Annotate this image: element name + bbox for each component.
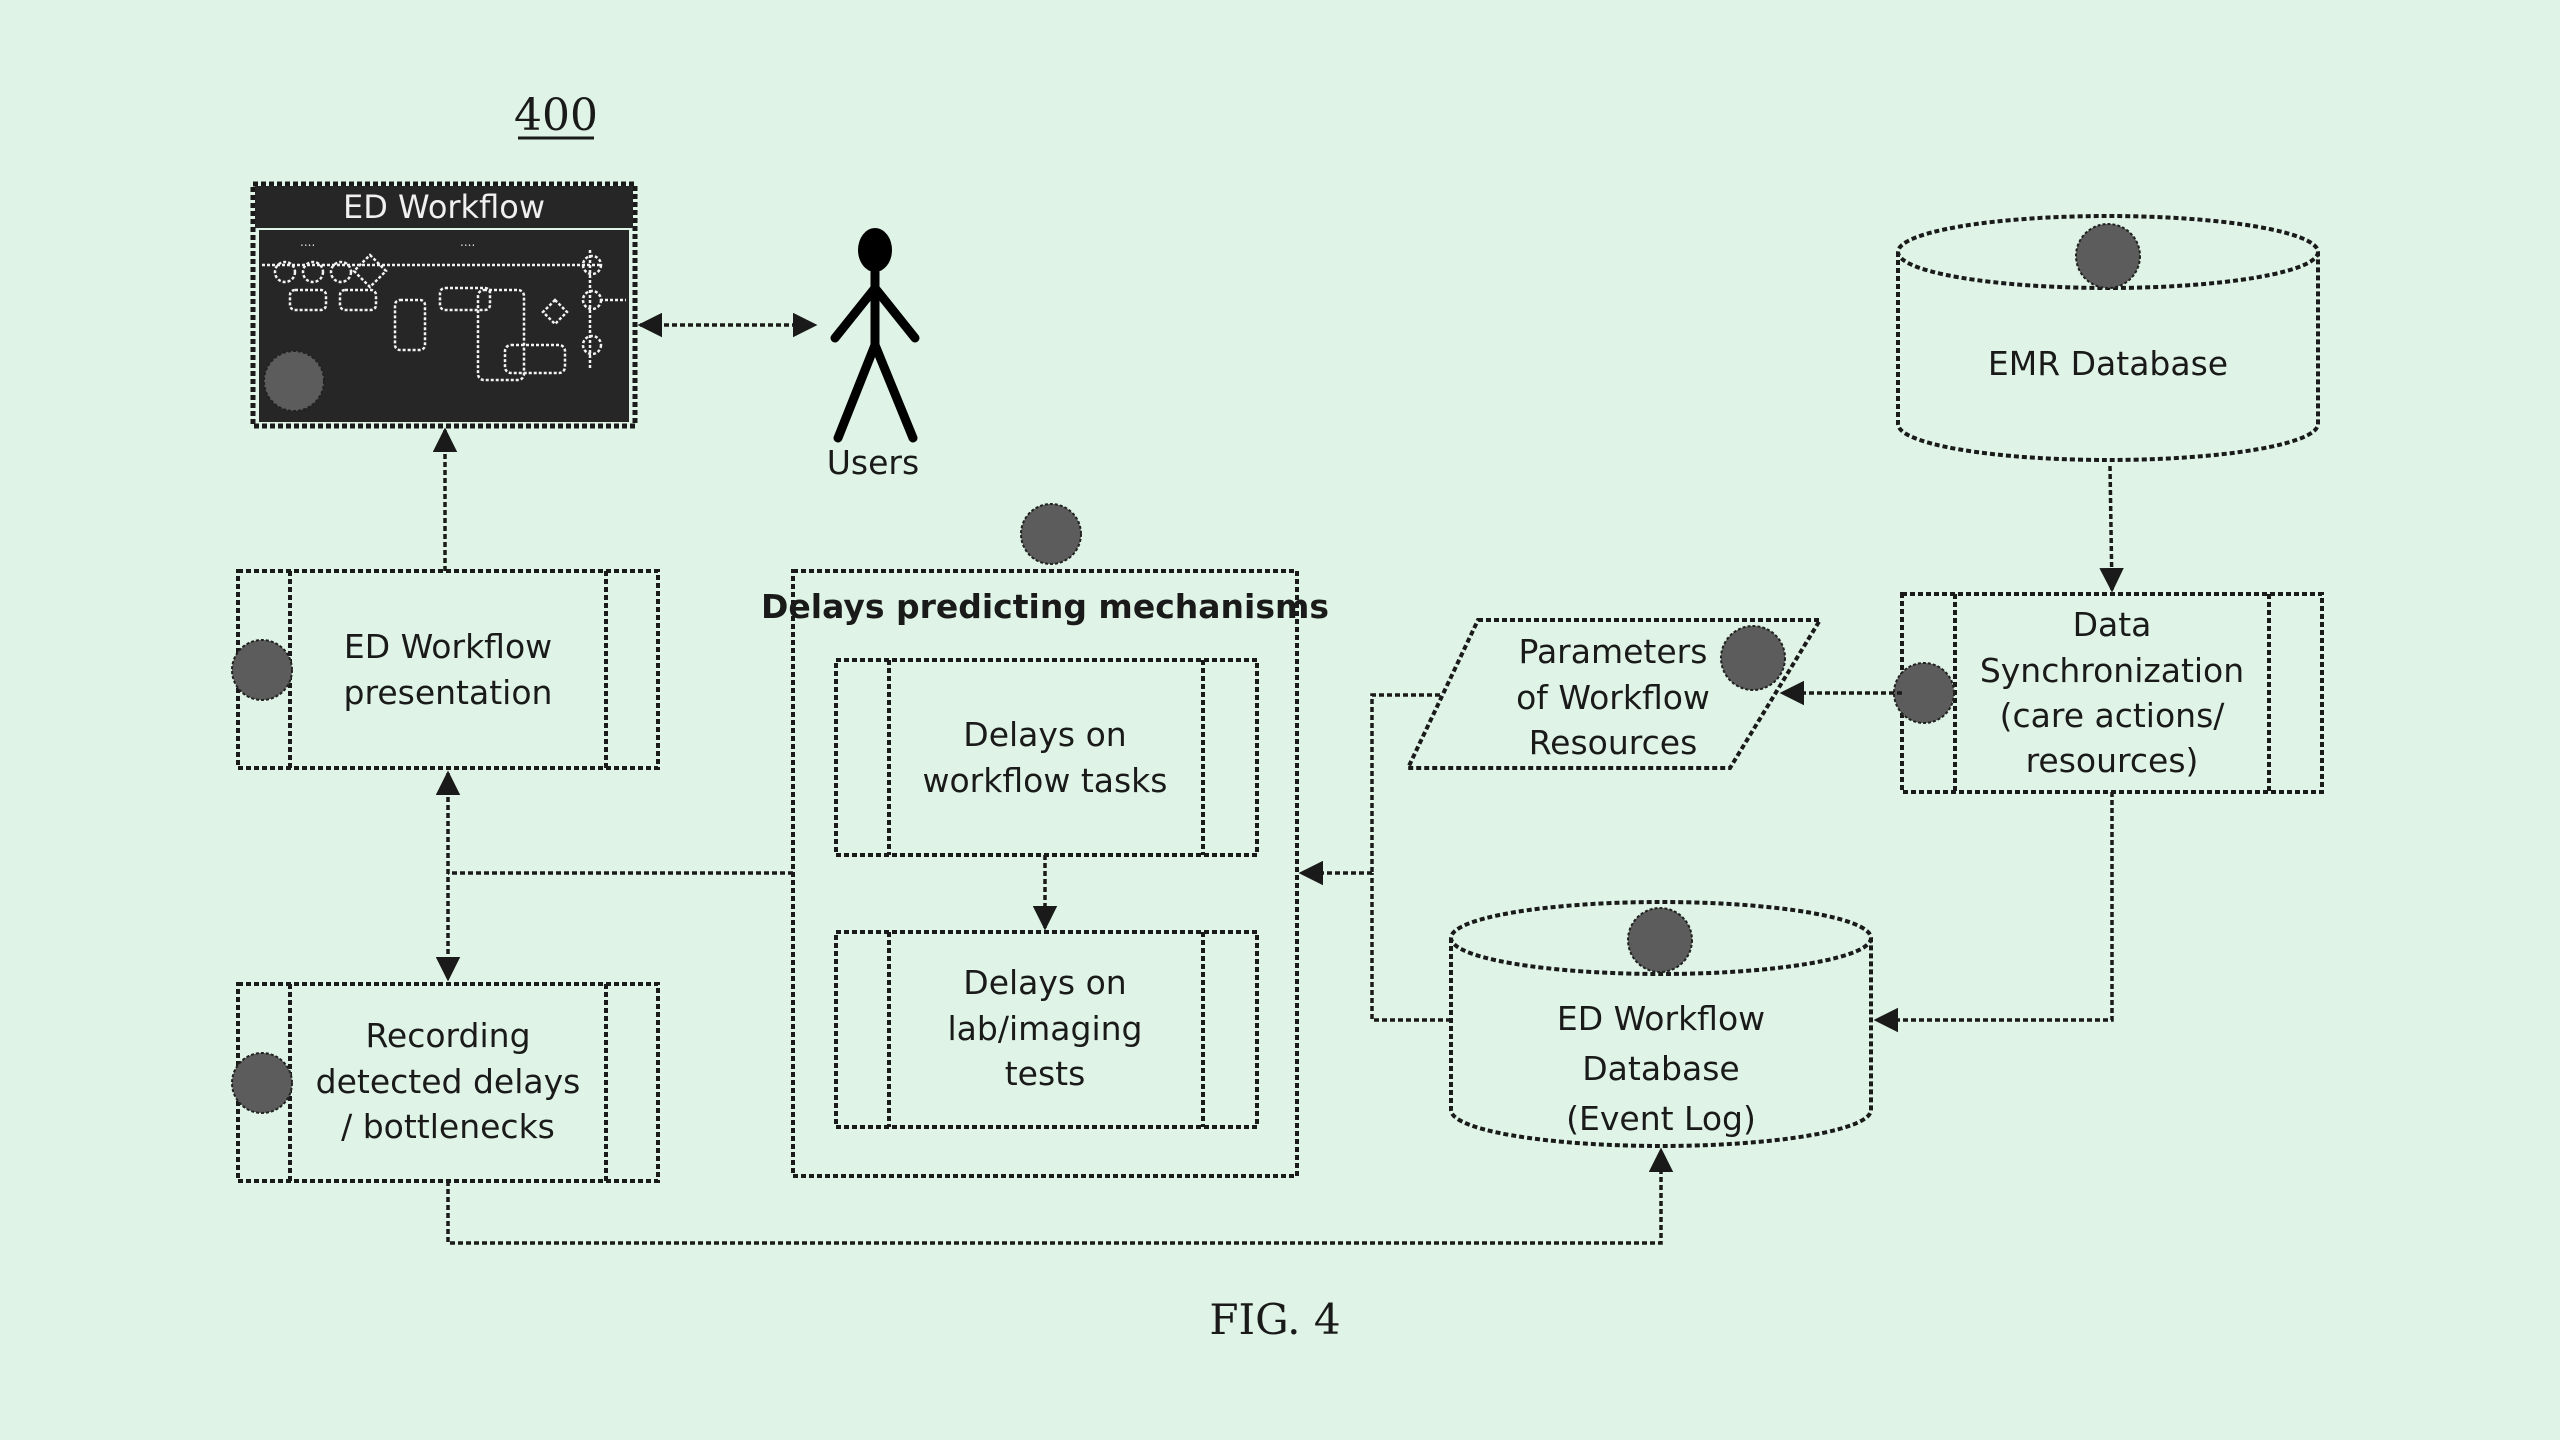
marker-dot [2075,223,2141,289]
recording-line-1: Recording [365,1016,530,1055]
marker-dot [263,350,325,412]
data-sync-line-4: resources) [2026,741,2199,780]
parameters-to-mechanisms-line [1370,693,1440,873]
delays-mechanisms-title: Delays predicting mechanisms [761,587,1329,626]
parameters-line-3: Resources [1529,723,1698,762]
ed-database-to-mechanisms-line [1370,873,1451,1022]
data-sync-line-1: Data [2073,605,2152,644]
ed-workflow-database: ED Workflow Database (Event Log) [1449,900,1873,1148]
parameters-of-workflow-resources: Parameters of Workflow Resources [1404,618,1824,770]
recording-to-ed-database-arrow [446,1147,1674,1245]
ed-database-line-1: ED Workflow [1557,999,1765,1038]
marker-dot [231,1052,293,1114]
ed-workflow-presentation: ED Workflow presentation [231,569,660,770]
svg-text:....: .... [300,235,315,249]
ed-workflow-screen: ED Workflow .... .... [250,181,638,429]
data-sync-line-2: Synchronization [1980,651,2244,690]
workflow-thumbnail: .... .... [262,235,626,382]
emr-to-sync-arrow [2099,465,2124,593]
tests-line-2: lab/imaging [948,1009,1143,1048]
ed-database-line-2: Database [1582,1049,1739,1088]
marker-dot [1720,625,1786,691]
connectors [432,312,2124,1245]
figure-number: 400 [514,90,598,141]
data-synchronization: Data Synchronization (care actions/ reso… [1893,592,2324,794]
marker-dot [1020,503,1082,565]
marker-dot [1893,662,1955,724]
tasks-line-1: Delays on [963,715,1126,754]
recording-line-2: detected delays [316,1062,581,1101]
delays-predicting-mechanisms: Delays predicting mechanisms Delays on w… [761,503,1329,1178]
sync-to-ed-database-arrow [1873,792,2114,1033]
parameters-line-2: of Workflow [1516,678,1710,717]
marker-dot [231,639,293,701]
delays-on-lab-imaging-tests: Delays on lab/imaging tests [834,930,1259,1129]
user-icon [858,228,892,272]
figure-caption: FIG. 4 [1209,1295,1340,1344]
emr-database: EMR Database [1896,214,2320,462]
recording-detected-delays: Recording detected delays / bottlenecks [231,982,660,1183]
svg-text:....: .... [460,235,475,249]
presentation-line-1: ED Workflow [344,627,552,666]
emr-database-label: EMR Database [1988,344,2228,383]
presentation-line-2: presentation [344,673,553,712]
screen-title-bar [255,186,633,228]
tasks-line-2: workflow tasks [923,761,1168,800]
users-label: Users [827,443,919,482]
ed-database-line-3: (Event Log) [1566,1099,1756,1138]
recording-line-3: / bottlenecks [341,1107,555,1146]
parameters-line-1: Parameters [1519,632,1708,671]
data-sync-line-3: (care actions/ [2000,696,2226,735]
delays-on-workflow-tasks: Delays on workflow tasks [834,658,1259,857]
tests-line-1: Delays on [963,963,1126,1002]
marker-dot [1627,907,1693,973]
tests-line-3: tests [1005,1054,1086,1093]
screen-title: ED Workflow [343,188,545,226]
users-figure: Users [827,228,920,482]
